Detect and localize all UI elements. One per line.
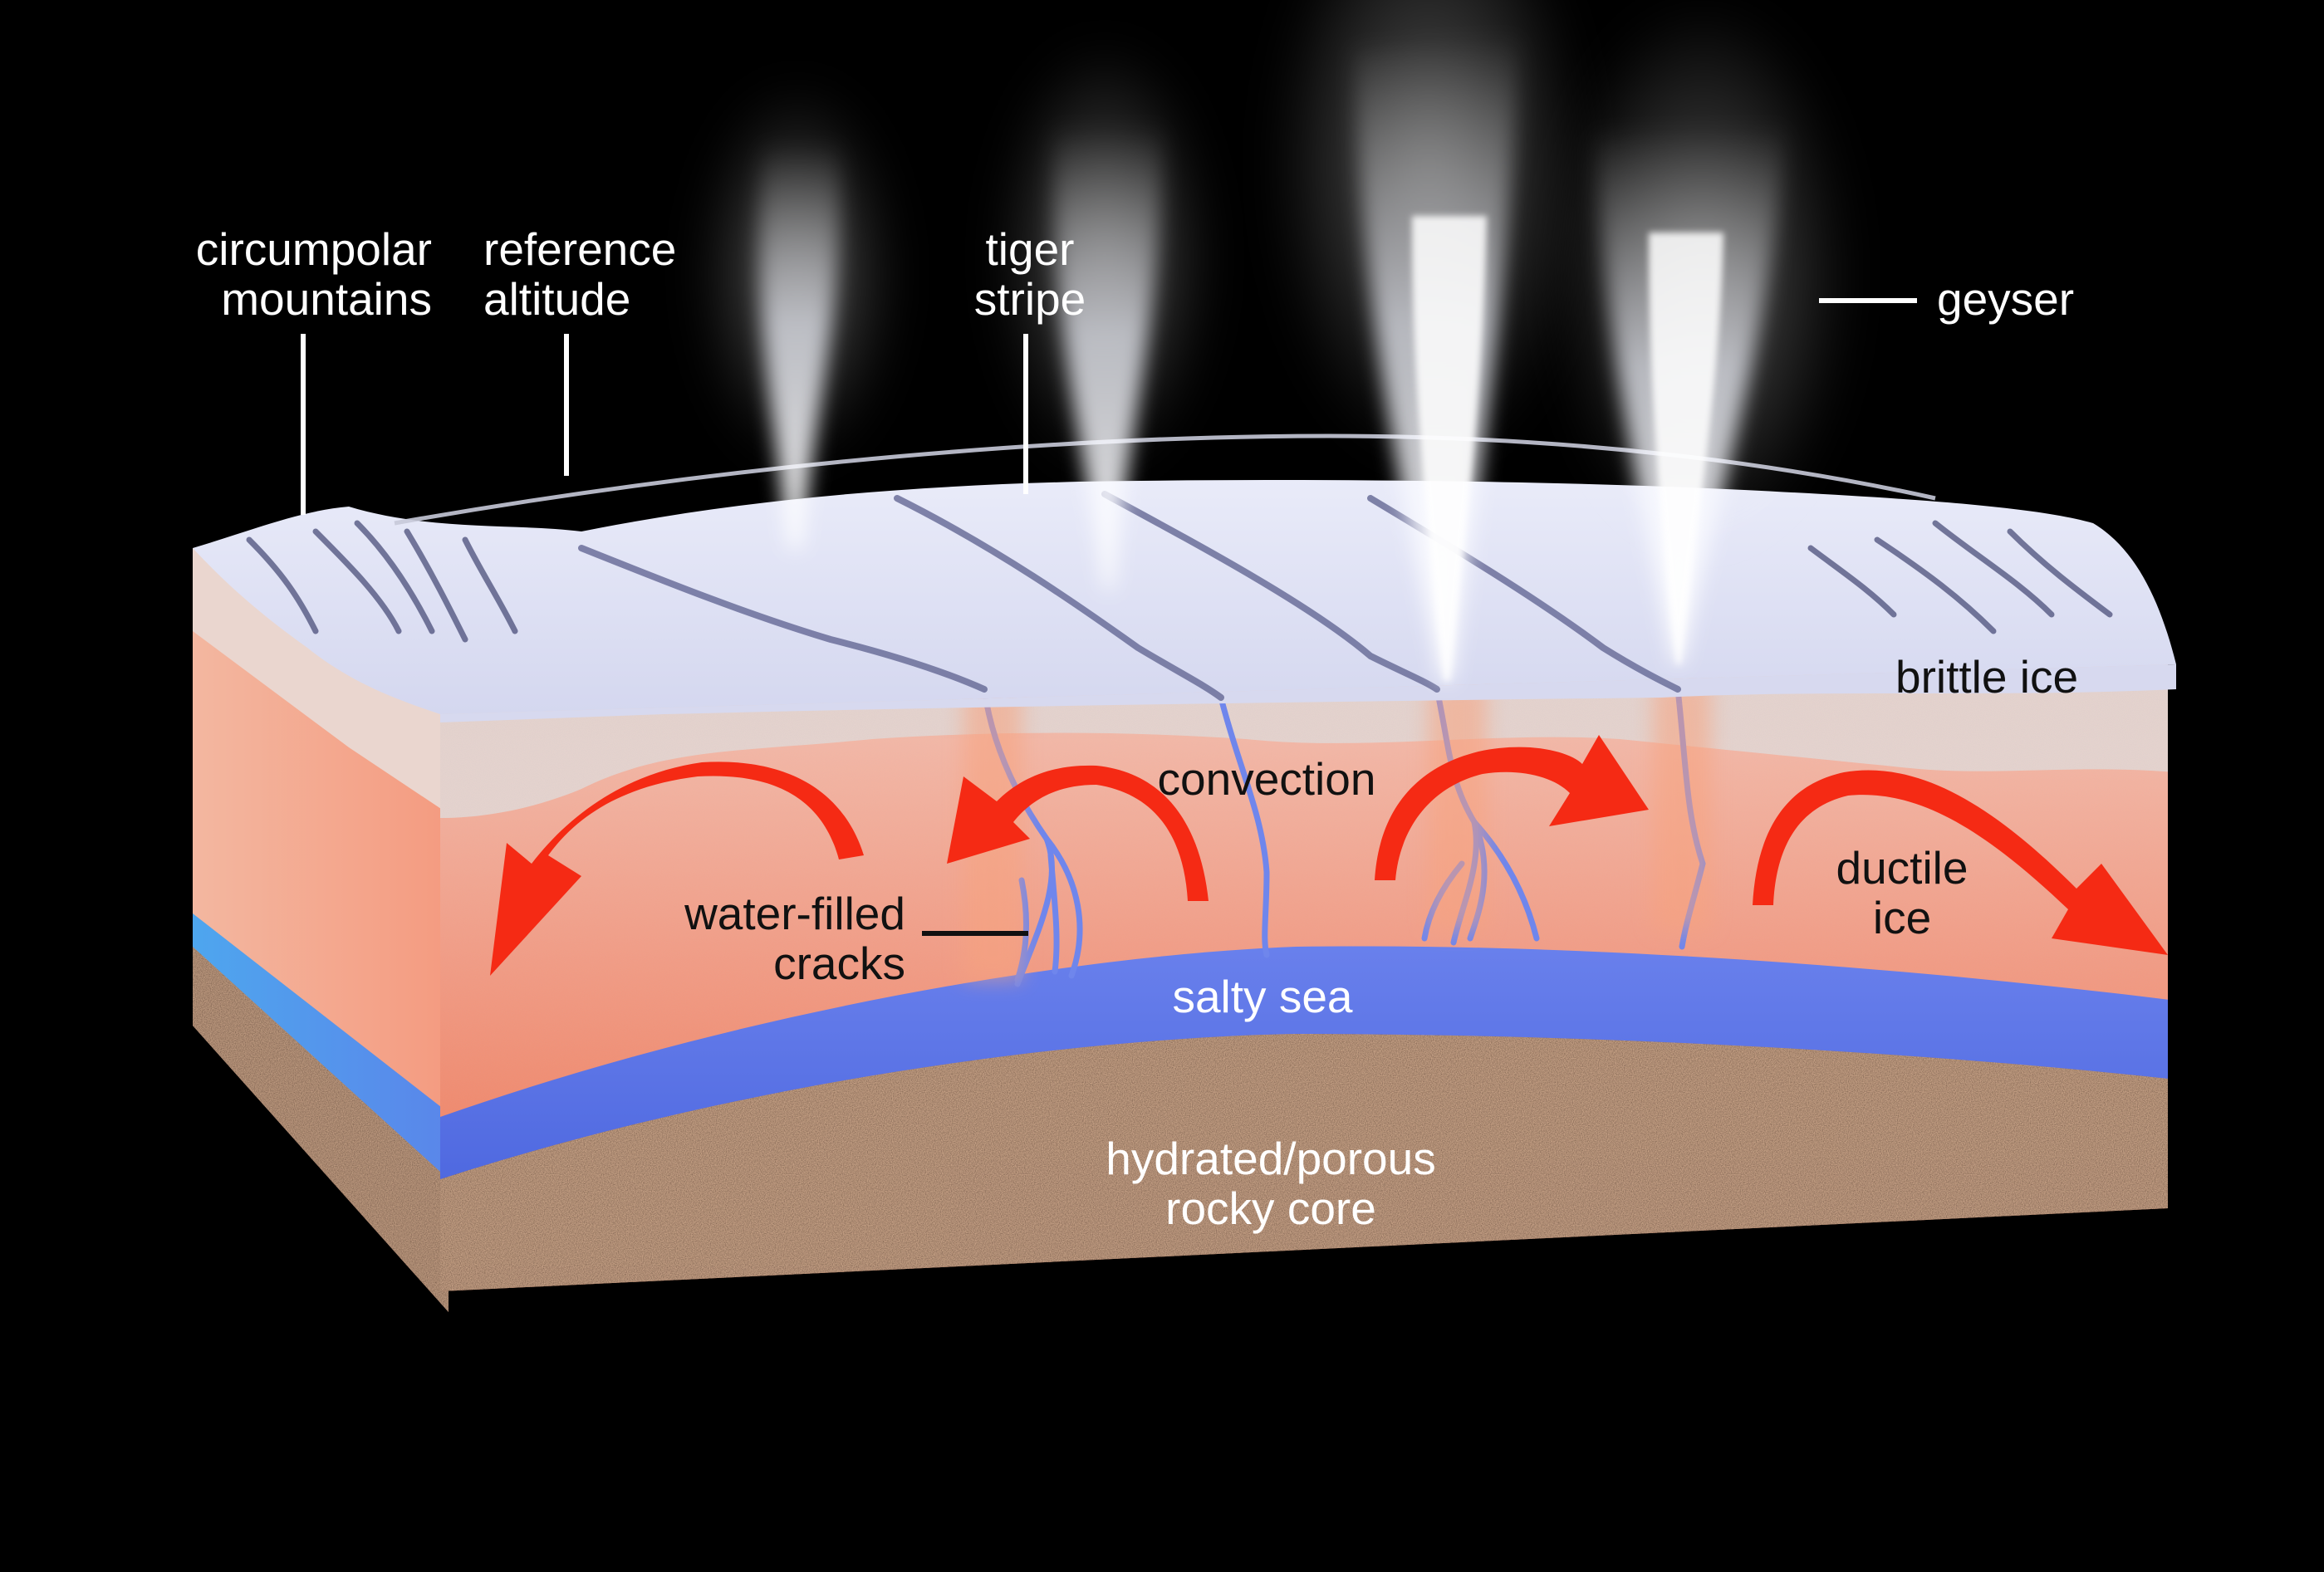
circumpolar-mountains-left: [246, 520, 518, 643]
block-left-face: [193, 548, 449, 1312]
block-front-face: [440, 656, 2168, 1291]
convection-arrow-2: [947, 765, 1209, 901]
convection-arrow-3: [1375, 735, 1649, 880]
convection-arrow-1: [490, 762, 864, 976]
circumpolar-mountains-right: [1807, 520, 2113, 634]
geyser-plume-1: [758, 141, 841, 548]
left-face-brittle-ice: [193, 548, 449, 814]
front-salty-sea: [440, 946, 2168, 1179]
left-face-sea: [193, 913, 449, 1179]
convection-arrows: [490, 735, 2168, 976]
convection-arrow-4: [1753, 770, 2168, 955]
leader-lines: [301, 298, 1917, 936]
geyser-plume-2: [1053, 125, 1163, 590]
geyser-plumes: [698, 0, 1852, 681]
